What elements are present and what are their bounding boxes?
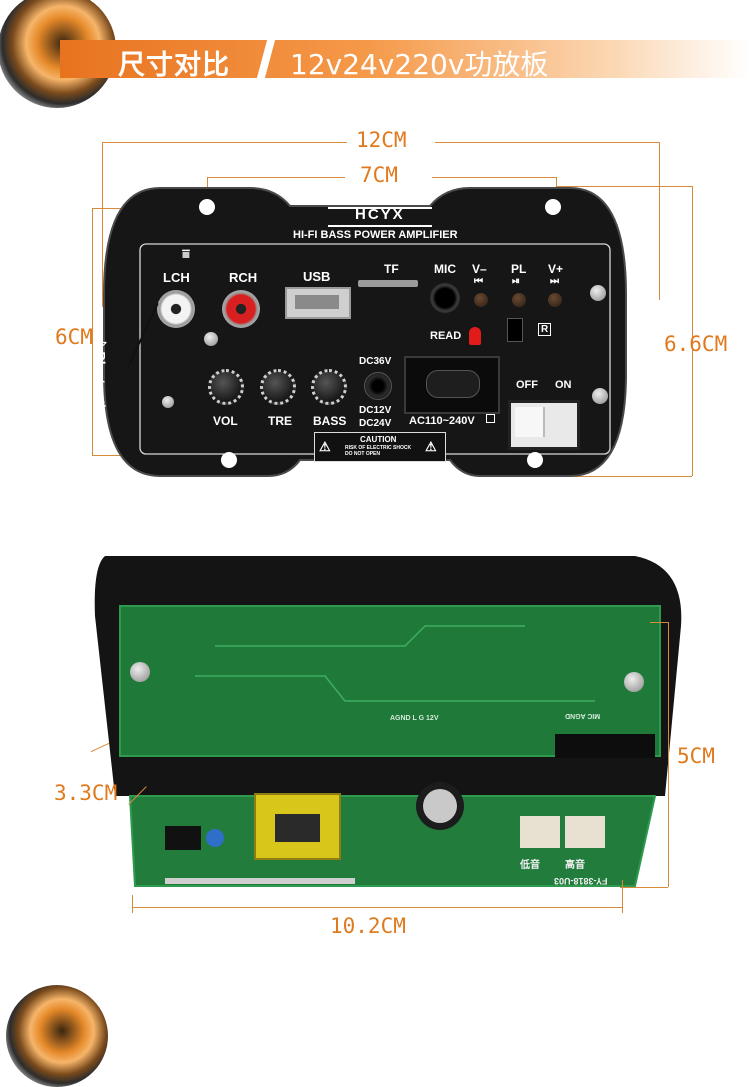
bluetooth-text: Bluetooth: [93, 351, 108, 413]
dim-tick-right: [659, 142, 660, 300]
vol-knob[interactable]: [208, 369, 244, 405]
mount-hole-top-left: [199, 199, 215, 215]
dim-tick-bottom-right: [528, 476, 692, 477]
dim-line-holes: [207, 177, 345, 178]
usb-symbol-icon: [295, 295, 339, 309]
dim-tick-depth-top: [650, 622, 668, 623]
mount-hole-bottom-right: [527, 452, 543, 468]
dim-hole-spacing: 7CM: [360, 163, 398, 187]
brand-logo: [328, 207, 432, 227]
screw-icon: [130, 662, 150, 682]
screw-icon: [592, 388, 608, 404]
r-mark: R: [538, 323, 552, 336]
speaker-icon: [6, 985, 108, 1087]
dim-line-width-r: [435, 142, 659, 143]
brand-text: HCYX: [355, 206, 405, 223]
tre-label: TRE: [268, 414, 292, 428]
banner-subtitle: 12v24v220v功放板: [290, 48, 549, 81]
vplus-button[interactable]: [548, 293, 562, 307]
mount-hole-top-right: [545, 199, 561, 215]
low-label: 低音: [520, 860, 540, 871]
read-label: READ: [430, 330, 462, 342]
ac-socket[interactable]: [404, 356, 500, 414]
bluetooth-label: ᛒ Bluetooth: [93, 340, 108, 412]
dim-line-width: [102, 142, 347, 143]
vplus-label: V+: [548, 262, 564, 276]
bluetooth-icon: ᛒ: [93, 340, 108, 348]
dc36-label: DC36V: [359, 356, 392, 367]
caution-label: CAUTION RISK OF ELECTRIC SHOCK DO NOT OP…: [314, 432, 446, 462]
tre-knob[interactable]: [260, 369, 296, 405]
vminus-label: V–: [472, 262, 487, 276]
silk-label-b: MIC AGND: [565, 712, 601, 719]
dim-line-depth: [668, 622, 669, 887]
pl-button[interactable]: [512, 293, 526, 307]
dim-board-height: 3.3CM: [54, 781, 118, 805]
prev-icon: ⏮: [474, 276, 483, 287]
usb-port[interactable]: [285, 287, 351, 319]
tf-slot[interactable]: [358, 280, 418, 287]
screw-icon: [162, 396, 174, 408]
board-side-view: [94, 556, 682, 887]
dc-jack[interactable]: [364, 372, 392, 400]
dim-line-board-width: [132, 907, 622, 908]
rch-label: RCH: [229, 270, 258, 285]
dim-board-width: 10.2CM: [330, 914, 406, 938]
high-label: 高音: [565, 860, 585, 871]
bass-label: BASS: [313, 414, 347, 428]
screw-icon: [204, 332, 218, 346]
dim-line-height-left: [92, 208, 93, 455]
header-banner: 尺寸对比 12v24v220v功放板: [0, 0, 750, 110]
banner-title: 尺寸对比: [118, 50, 230, 81]
mic-jack[interactable]: [430, 283, 460, 313]
dim-width-total: 12CM: [356, 128, 407, 152]
screw-icon: [590, 285, 606, 301]
screw-icon: [624, 672, 644, 692]
read-led: [469, 327, 481, 345]
dim-tick-board-right: [622, 880, 623, 913]
power-switch[interactable]: [508, 400, 580, 450]
model-code: FY-3818-U03: [554, 876, 608, 886]
dim-line-holes-r: [432, 177, 556, 178]
warning-icon: ⚠: [425, 439, 437, 454]
model-text: HI-FI BASS POWER AMPLIFIER: [293, 229, 458, 241]
caution-title: CAUTION: [360, 435, 397, 444]
rca-right-jack: [222, 290, 260, 328]
next-icon: ⏭: [550, 276, 559, 287]
dc12-label: DC12V: [359, 405, 392, 416]
antenna-icon: ⩸: [182, 246, 190, 261]
double-insulation-icon: [486, 414, 495, 423]
silk-label-a: AGND L G 12V: [390, 715, 439, 722]
usb-label: USB: [303, 269, 331, 284]
on-label: ON: [555, 379, 572, 391]
tf-label: TF: [384, 262, 399, 276]
caution-text: RISK OF ELECTRIC SHOCK DO NOT OPEN: [345, 445, 412, 457]
vminus-button[interactable]: [474, 293, 488, 307]
dim-tick-left: [102, 142, 103, 307]
ac-socket-inner: [426, 370, 480, 398]
mount-hole-bottom-left: [221, 452, 237, 468]
pl-label: PL: [511, 262, 527, 276]
ac-label: AC110~240V: [409, 415, 475, 427]
dim-tick-depth-bottom: [620, 887, 668, 888]
off-label: OFF: [516, 379, 538, 391]
dim-height-right: 6.6CM: [664, 332, 728, 356]
dim-depth: 5CM: [677, 744, 715, 768]
mic-label: MIC: [434, 262, 456, 276]
power-switch-rocker: [515, 407, 545, 437]
vol-label: VOL: [213, 414, 238, 428]
switch-slot: [507, 318, 523, 342]
bass-knob[interactable]: [311, 369, 347, 405]
lch-label: LCH: [163, 270, 190, 285]
rca-left-jack: [157, 290, 195, 328]
play-pause-icon: ⏯: [512, 276, 520, 287]
banner-bar: [60, 40, 750, 78]
dc24-label: DC24V: [359, 418, 392, 429]
warning-icon: ⚠: [319, 439, 331, 454]
dim-tick-board-left: [132, 895, 133, 913]
dim-height-left: 6CM: [55, 325, 93, 349]
dim-line-height-right: [692, 186, 693, 476]
dim-tick-top-right: [556, 186, 692, 187]
